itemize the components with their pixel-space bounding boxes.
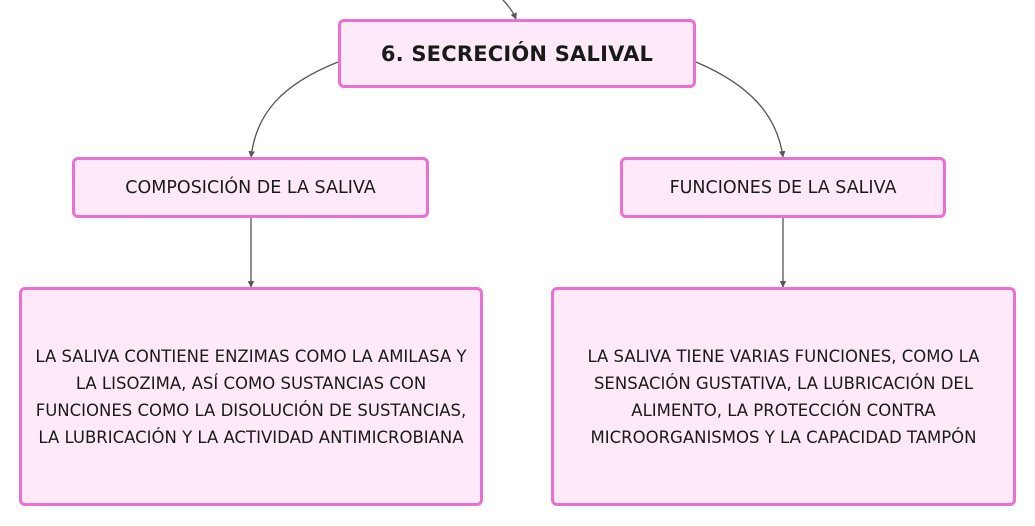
funciones-node[interactable]: FUNCIONES DE LA SALIVA xyxy=(620,157,946,218)
funciones-detail-text: LA SALIVA TIENE VARIAS FUNCIONES, COMO L… xyxy=(587,346,980,447)
connector-title-to-funciones xyxy=(695,61,786,158)
composicion-label: COMPOSICIÓN DE LA SALIVA xyxy=(125,177,376,198)
funciones-label: FUNCIONES DE LA SALIVA xyxy=(669,177,897,198)
composicion-detail-node[interactable]: LA SALIVA CONTIENE ENZIMAS COMO LA AMILA… xyxy=(19,287,483,506)
funciones-detail-node[interactable]: LA SALIVA TIENE VARIAS FUNCIONES, COMO L… xyxy=(551,287,1016,506)
composicion-detail-text: LA SALIVA CONTIENE ENZIMAS COMO LA AMILA… xyxy=(35,346,467,447)
connector-title-to-composicion xyxy=(248,61,339,158)
incoming-connector xyxy=(502,0,517,20)
title-text: 6. SECRECIÓN SALIVAL xyxy=(380,41,654,66)
title-node[interactable]: 6. SECRECIÓN SALIVAL xyxy=(338,19,696,88)
composicion-node[interactable]: COMPOSICIÓN DE LA SALIVA xyxy=(72,157,429,218)
